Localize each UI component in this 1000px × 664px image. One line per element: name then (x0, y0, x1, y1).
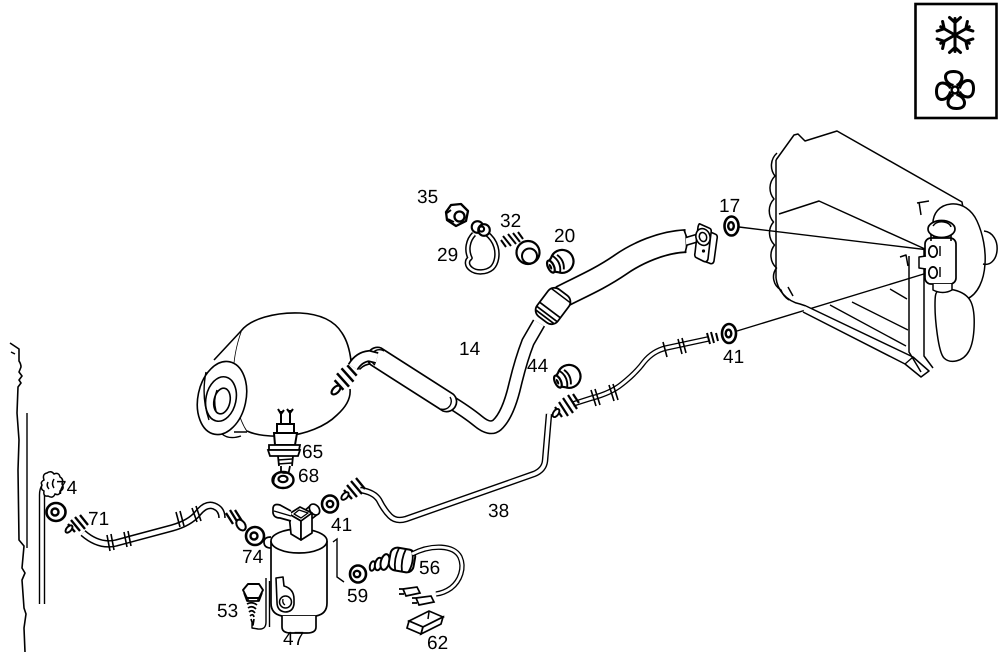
svg-text:41: 41 (723, 347, 744, 368)
svg-text:29: 29 (437, 245, 458, 266)
svg-text:68: 68 (298, 466, 319, 487)
svg-text:17: 17 (719, 196, 740, 217)
svg-text:74: 74 (242, 547, 264, 568)
svg-text:71: 71 (88, 509, 109, 530)
svg-text:65: 65 (302, 442, 323, 463)
svg-text:47: 47 (283, 629, 304, 650)
svg-text:14: 14 (459, 339, 481, 360)
svg-text:59: 59 (347, 586, 368, 607)
svg-text:74: 74 (56, 478, 78, 499)
svg-text:44: 44 (527, 356, 549, 377)
svg-text:32: 32 (500, 211, 521, 232)
svg-text:20: 20 (554, 226, 575, 247)
svg-text:35: 35 (417, 187, 438, 208)
svg-text:62: 62 (427, 633, 448, 654)
svg-text:53: 53 (217, 601, 238, 622)
svg-text:56: 56 (419, 558, 440, 579)
svg-text:41: 41 (331, 515, 352, 536)
svg-text:38: 38 (488, 501, 509, 522)
